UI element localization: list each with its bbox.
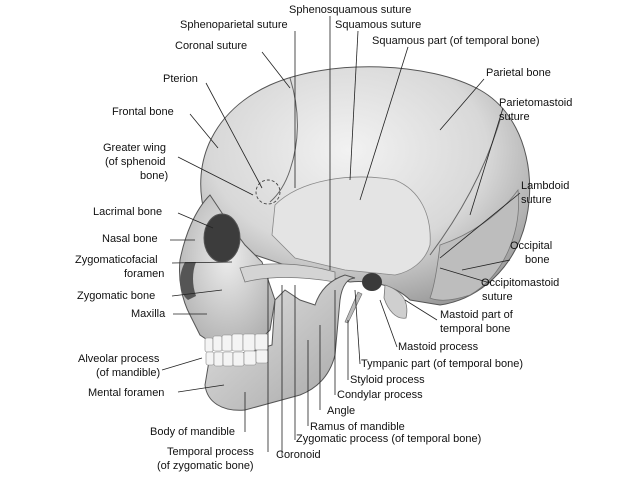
- label-body-of-mandible: Body of mandible: [150, 426, 235, 438]
- label-nasal-bone: Nasal bone: [102, 233, 158, 245]
- mandible: [204, 274, 356, 411]
- label-lacrimal-bone: Lacrimal bone: [93, 206, 162, 218]
- orbit: [203, 213, 241, 263]
- pterion-marker: [255, 179, 281, 205]
- label-alveolar-1: Alveolar process: [78, 353, 160, 365]
- label-occipital-2: bone: [525, 254, 549, 266]
- coronal-suture: [269, 77, 298, 203]
- label-maxilla: Maxilla: [131, 308, 166, 320]
- label-pterion: Pterion: [163, 73, 198, 85]
- label-ramus-of-mandible: Ramus of mandible: [310, 421, 405, 433]
- nasal-aperture: [180, 262, 196, 300]
- label-zygomatic-process: Zygomatic process (of temporal bone): [296, 433, 481, 445]
- label-condylar-process: Condylar process: [337, 389, 423, 401]
- label-mental-foramen: Mental foramen: [88, 387, 164, 399]
- label-occipital-1: Occipital: [510, 240, 552, 252]
- label-mastoid-part-2: temporal bone: [440, 323, 510, 335]
- temporal-squama: [271, 176, 431, 276]
- label-lambdoid-2: suture: [521, 194, 552, 206]
- skull-drawing: [179, 66, 531, 411]
- label-sphenosquamous-suture: Sphenosquamous suture: [289, 4, 411, 16]
- label-parietal-bone: Parietal bone: [486, 67, 551, 79]
- label-greater-wing-3: bone): [140, 170, 168, 182]
- label-zygomaticofacial-1: Zygomaticofacial: [75, 254, 158, 266]
- label-coronoid: Coronoid: [276, 449, 321, 461]
- label-styloid-process: Styloid process: [350, 374, 425, 386]
- label-greater-wing-2: (of sphenoid: [105, 156, 166, 168]
- occipital-region: [429, 188, 519, 301]
- label-temporal-process-1: Temporal process: [167, 446, 254, 458]
- label-zygomatic-bone: Zygomatic bone: [77, 290, 155, 302]
- mastoid: [383, 284, 408, 319]
- label-parietomastoid-2: suture: [499, 111, 530, 123]
- label-zygomaticofacial-2: foramen: [124, 268, 164, 280]
- label-squamous-suture: Squamous suture: [335, 19, 421, 31]
- label-coronal-suture: Coronal suture: [175, 40, 247, 52]
- label-occipitomastoid-2: suture: [482, 291, 513, 303]
- leader-lines: [161, 16, 521, 456]
- labels: Sphenosquamous suture Sphenoparietal sut…: [75, 4, 572, 472]
- label-angle: Angle: [327, 405, 355, 417]
- label-tympanic-part: Tympanic part (of temporal bone): [361, 358, 523, 370]
- external-acoustic-meatus: [362, 273, 382, 291]
- teeth: [204, 333, 269, 367]
- label-squamous-part: Squamous part (of temporal bone): [372, 35, 540, 47]
- label-temporal-process-2: (of zygomatic bone): [157, 460, 254, 472]
- label-lambdoid-1: Lambdoid: [521, 180, 569, 192]
- styloid: [344, 291, 363, 324]
- label-parietomastoid-1: Parietomastoid: [499, 97, 572, 109]
- label-mastoid-part-1: Mastoid part of: [440, 309, 514, 321]
- label-occipitomastoid-1: Occipitomastoid: [481, 277, 559, 289]
- label-frontal-bone: Frontal bone: [112, 106, 174, 118]
- label-sphenoparietal-suture: Sphenoparietal suture: [180, 19, 288, 31]
- label-mastoid-process: Mastoid process: [398, 341, 479, 353]
- label-alveolar-2: (of mandible): [96, 367, 160, 379]
- label-greater-wing-1: Greater wing: [103, 142, 166, 154]
